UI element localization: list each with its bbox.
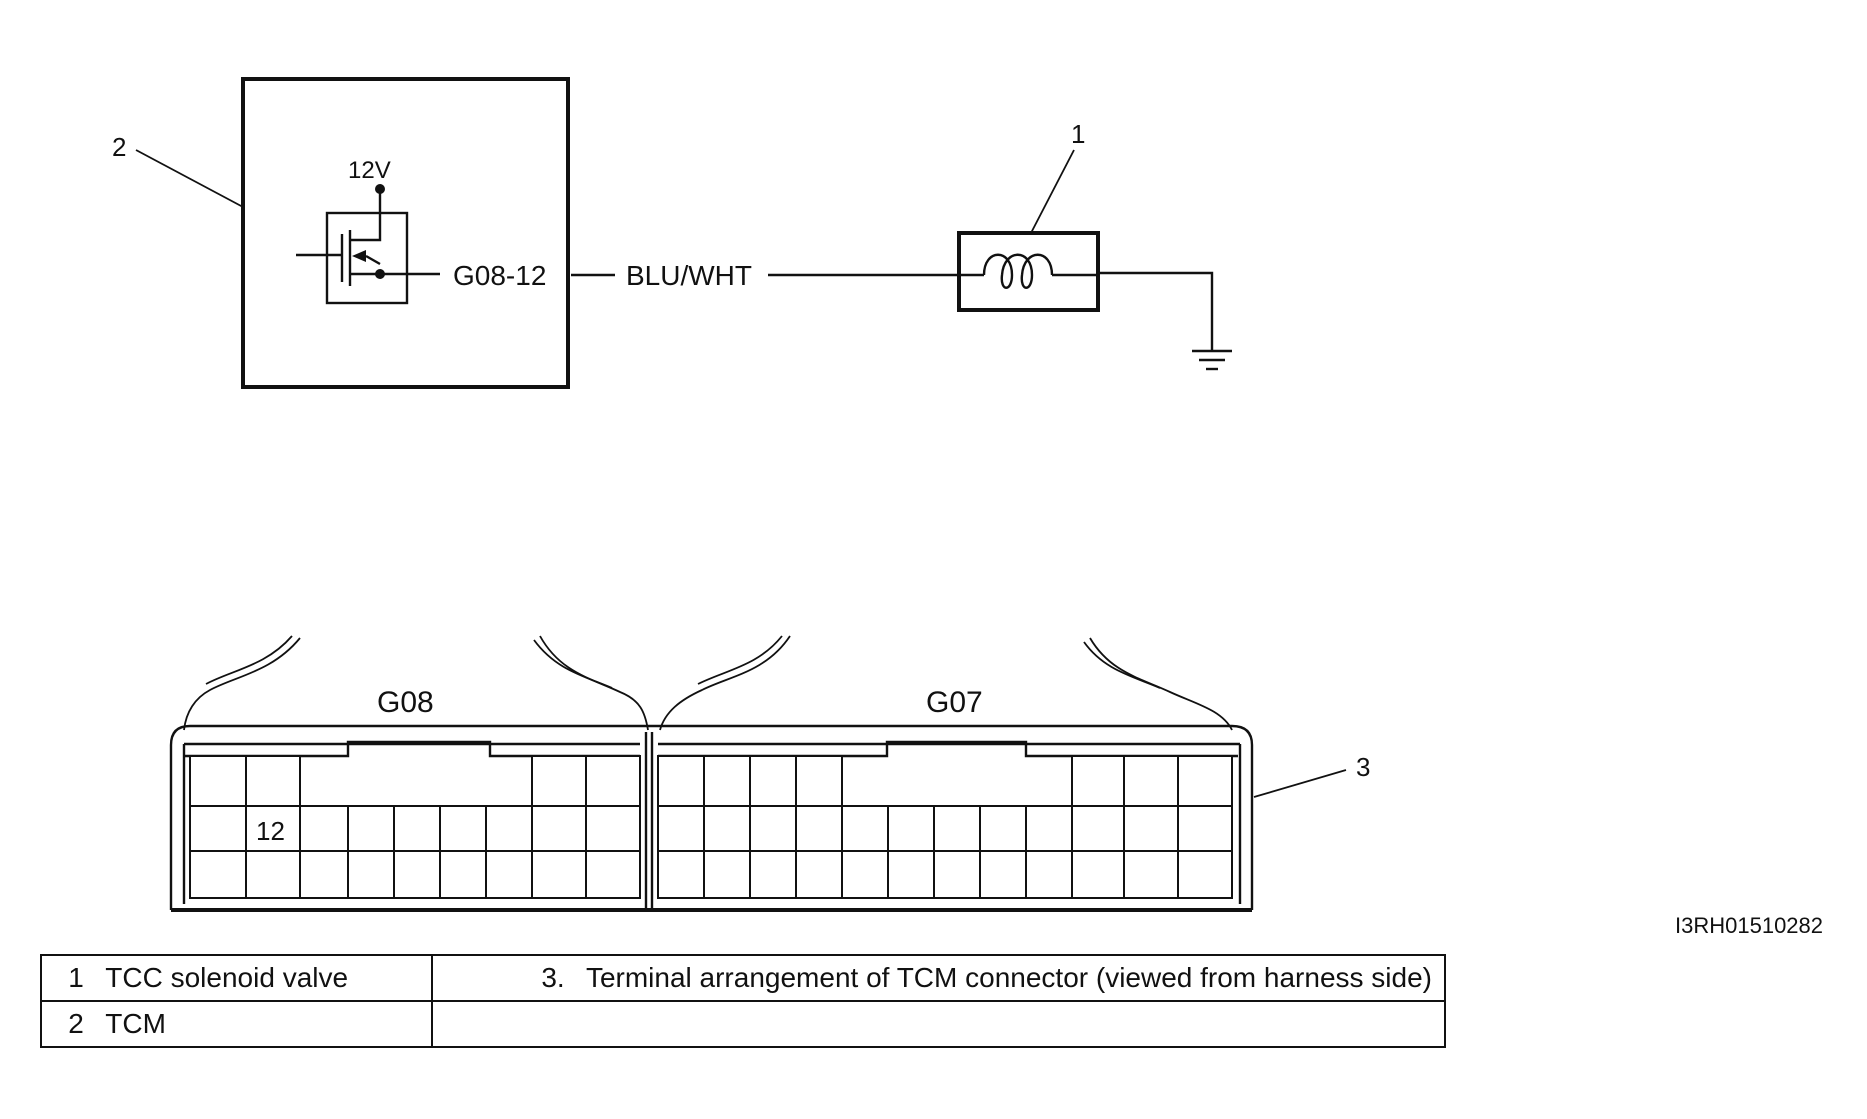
pin-cell	[189, 850, 247, 899]
connector-g08-g07	[169, 635, 1254, 912]
pin-cell	[585, 805, 641, 852]
pin-cell	[531, 755, 587, 807]
pin-cell	[1025, 805, 1073, 852]
pin-cell	[795, 755, 843, 807]
pin-cell	[347, 805, 395, 852]
callout-2: 2	[112, 132, 126, 162]
pin-cell	[531, 850, 587, 899]
legend-num: 3.	[541, 962, 565, 993]
pin-cell	[1071, 850, 1125, 899]
pin-cell	[703, 755, 751, 807]
figure-id: I3RH01510282	[1675, 913, 1823, 938]
pin-cell	[299, 805, 349, 852]
pin-cell	[657, 755, 705, 807]
pin-cell	[485, 850, 533, 899]
pin-cell	[245, 755, 301, 807]
pin-cell	[933, 850, 981, 899]
pin-cell	[1177, 850, 1233, 899]
legend-num: 2	[68, 1008, 84, 1039]
pin-cell	[585, 850, 641, 899]
solenoid-valve-box	[957, 231, 1100, 312]
pin-cell	[1123, 805, 1179, 852]
connector-g07-label: G07	[926, 686, 983, 719]
pin-cell	[439, 805, 487, 852]
pin-cell	[979, 805, 1027, 852]
solenoid-coil-symbol	[959, 253, 1098, 289]
pin-cell	[485, 805, 533, 852]
supply-voltage-label: 12V	[348, 157, 391, 184]
legend-num: 1	[68, 962, 84, 993]
pin-cell	[1071, 805, 1125, 852]
terminal-label: G08-12	[453, 260, 546, 291]
legend-text: Terminal arrangement of TCM connector (v…	[585, 962, 1432, 993]
pin-cell	[887, 850, 935, 899]
wire-color-label: BLU/WHT	[626, 260, 752, 291]
callout-3: 3	[1356, 752, 1370, 782]
connector-pin-grid	[189, 755, 1233, 899]
pin-cell	[795, 805, 843, 852]
pin-cell	[795, 850, 843, 899]
pin-cell	[749, 850, 797, 899]
pin-cell	[393, 805, 441, 852]
pin-cell	[749, 805, 797, 852]
pin-cell	[299, 850, 349, 899]
pin-cell	[1025, 850, 1073, 899]
pin-cell	[841, 850, 889, 899]
pin-cell	[393, 850, 441, 899]
pin-cell	[1123, 850, 1179, 899]
legend-text: TCM	[105, 1008, 166, 1039]
pin-cell	[657, 850, 705, 899]
ground-icon	[1098, 271, 1232, 371]
pin-cell	[1123, 755, 1179, 807]
pin-cell	[189, 755, 247, 807]
pin-cell	[749, 755, 797, 807]
legend-cell: 1 TCC solenoid valve	[40, 954, 433, 1002]
connector-g08-label: G08	[377, 686, 434, 719]
legend-row: 1 TCC solenoid valve 3. Terminal arrange…	[40, 954, 1447, 1002]
pin-cell	[245, 805, 301, 852]
tcm-box	[241, 77, 570, 389]
pin-cell	[1177, 755, 1233, 807]
transistor-symbol	[296, 184, 440, 305]
callout-2-leader	[135, 149, 244, 208]
pin-cell	[657, 805, 705, 852]
legend-table: 1 TCC solenoid valve 3. Terminal arrange…	[40, 954, 1447, 1048]
callout-3-leader	[1253, 769, 1347, 798]
legend-row: 2 TCM	[40, 1000, 1447, 1048]
legend-cell	[430, 1000, 1447, 1048]
pin-cell	[245, 850, 301, 899]
pin-cell	[703, 850, 751, 899]
pin-12-label: 12	[256, 816, 285, 846]
pin-cell	[703, 805, 751, 852]
legend-cell: 2 TCM	[40, 1000, 433, 1048]
pin-cell	[439, 850, 487, 899]
pin-cell	[531, 805, 587, 852]
pin-cell	[347, 850, 395, 899]
pin-cell	[1071, 755, 1125, 807]
pin-cell	[841, 805, 889, 852]
pin-cell	[189, 805, 247, 852]
legend-cell: 3. Terminal arrangement of TCM connector…	[430, 954, 1447, 1002]
pin-cell	[1177, 805, 1233, 852]
pin-cell	[933, 805, 981, 852]
pin-cell	[979, 850, 1027, 899]
callout-1: 1	[1071, 119, 1085, 149]
callout-1-leader	[1030, 149, 1075, 234]
pin-cell	[887, 805, 935, 852]
pin-cell	[585, 755, 641, 807]
legend-text: TCC solenoid valve	[105, 962, 349, 993]
